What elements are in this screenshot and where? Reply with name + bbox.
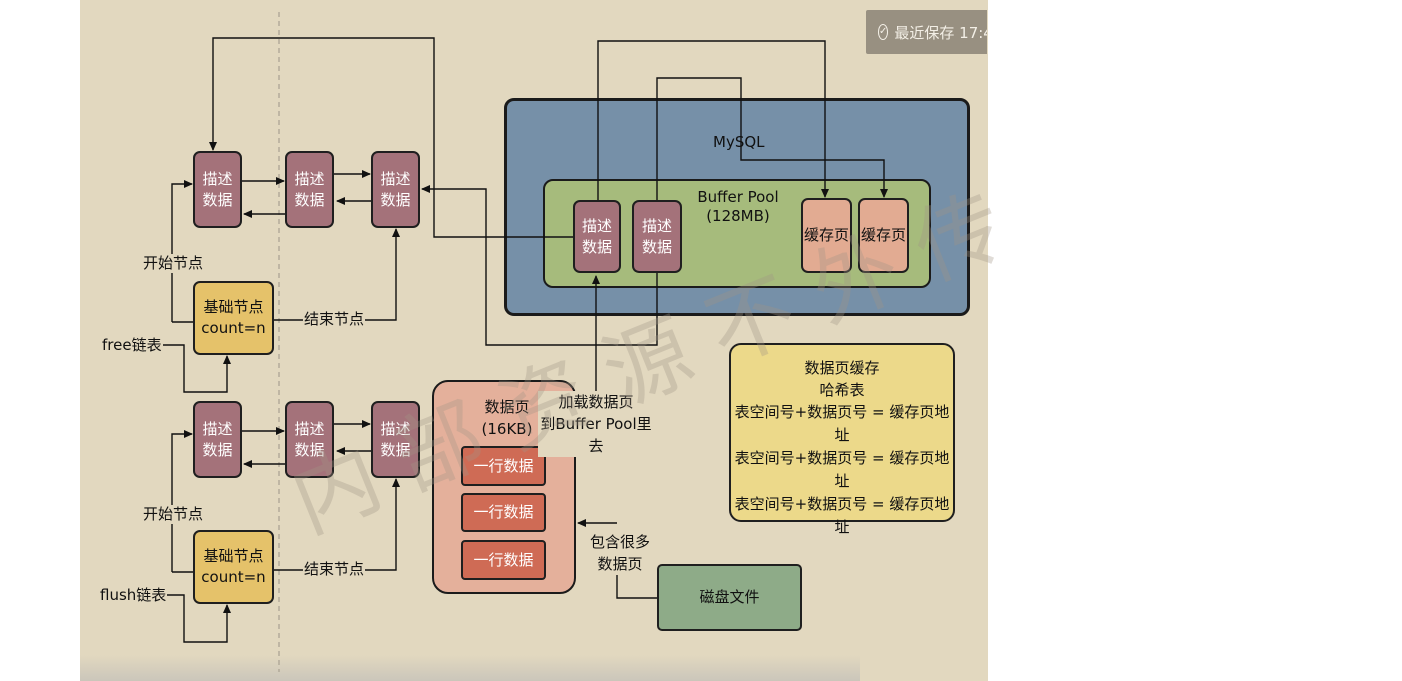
hash-table-title: 数据页缓存 哈希表 <box>804 359 880 399</box>
free-desc-node-3: 描述 数据 <box>371 151 420 228</box>
data-row-2: 一行数据 <box>461 493 546 532</box>
save-status-text: 最近保存 17:4 <box>894 23 987 42</box>
flush-desc-node-1: 描述 数据 <box>193 401 242 478</box>
data-page-title: 数据页 (16KB) <box>481 398 533 438</box>
check-circle-icon: ✓ <box>878 24 889 40</box>
save-status-badge[interactable]: ✓ 最近保存 17:4 <box>866 10 987 54</box>
free-start-label: 开始节点 <box>142 254 205 273</box>
pool-cache-page-1: 缓存页 <box>801 198 852 273</box>
free-list-label: free链表 <box>101 336 163 355</box>
pool-cache-page-2: 缓存页 <box>858 198 909 273</box>
flush-desc-node-2: 描述 数据 <box>285 401 334 478</box>
free-desc-node-1: 描述 数据 <box>193 151 242 228</box>
bottom-shadow <box>80 655 860 681</box>
free-desc-node-2: 描述 数据 <box>285 151 334 228</box>
free-base-node: 基础节点 count=n <box>193 281 274 355</box>
data-row-1: 一行数据 <box>461 446 546 486</box>
buffer-pool-title: Buffer Pool (128MB) <box>697 188 779 225</box>
disk-file-box: 磁盘文件 <box>657 564 802 631</box>
hash-table-line: 表空间号+数据页号 = 缓存页地址 <box>734 403 950 444</box>
flush-base-node: 基础节点 count=n <box>193 530 274 604</box>
flush-desc-node-3: 描述 数据 <box>371 401 420 478</box>
flush-end-label: 结束节点 <box>303 560 366 579</box>
flush-start-label: 开始节点 <box>142 505 205 524</box>
pool-desc-block-2: 描述 数据 <box>632 200 682 273</box>
hash-table-box: 数据页缓存 哈希表 表空间号+数据页号 = 缓存页地址 表空间号+数据页号 = … <box>729 343 955 536</box>
load-page-label: 加载数据页 到Buffer Pool里去 <box>538 391 654 457</box>
free-end-label: 结束节点 <box>303 310 366 329</box>
pool-desc-block-1: 描述 数据 <box>573 200 621 273</box>
hash-table-line: 表空间号+数据页号 = 缓存页地址 <box>734 495 950 536</box>
flush-list-label: flush链表 <box>99 586 168 605</box>
data-row-3: 一行数据 <box>461 540 546 580</box>
hash-table-line: 表空间号+数据页号 = 缓存页地址 <box>734 449 950 490</box>
mysql-title: MySQL <box>713 133 765 151</box>
contains-pages-label: 包含很多 数据页 <box>585 531 655 575</box>
